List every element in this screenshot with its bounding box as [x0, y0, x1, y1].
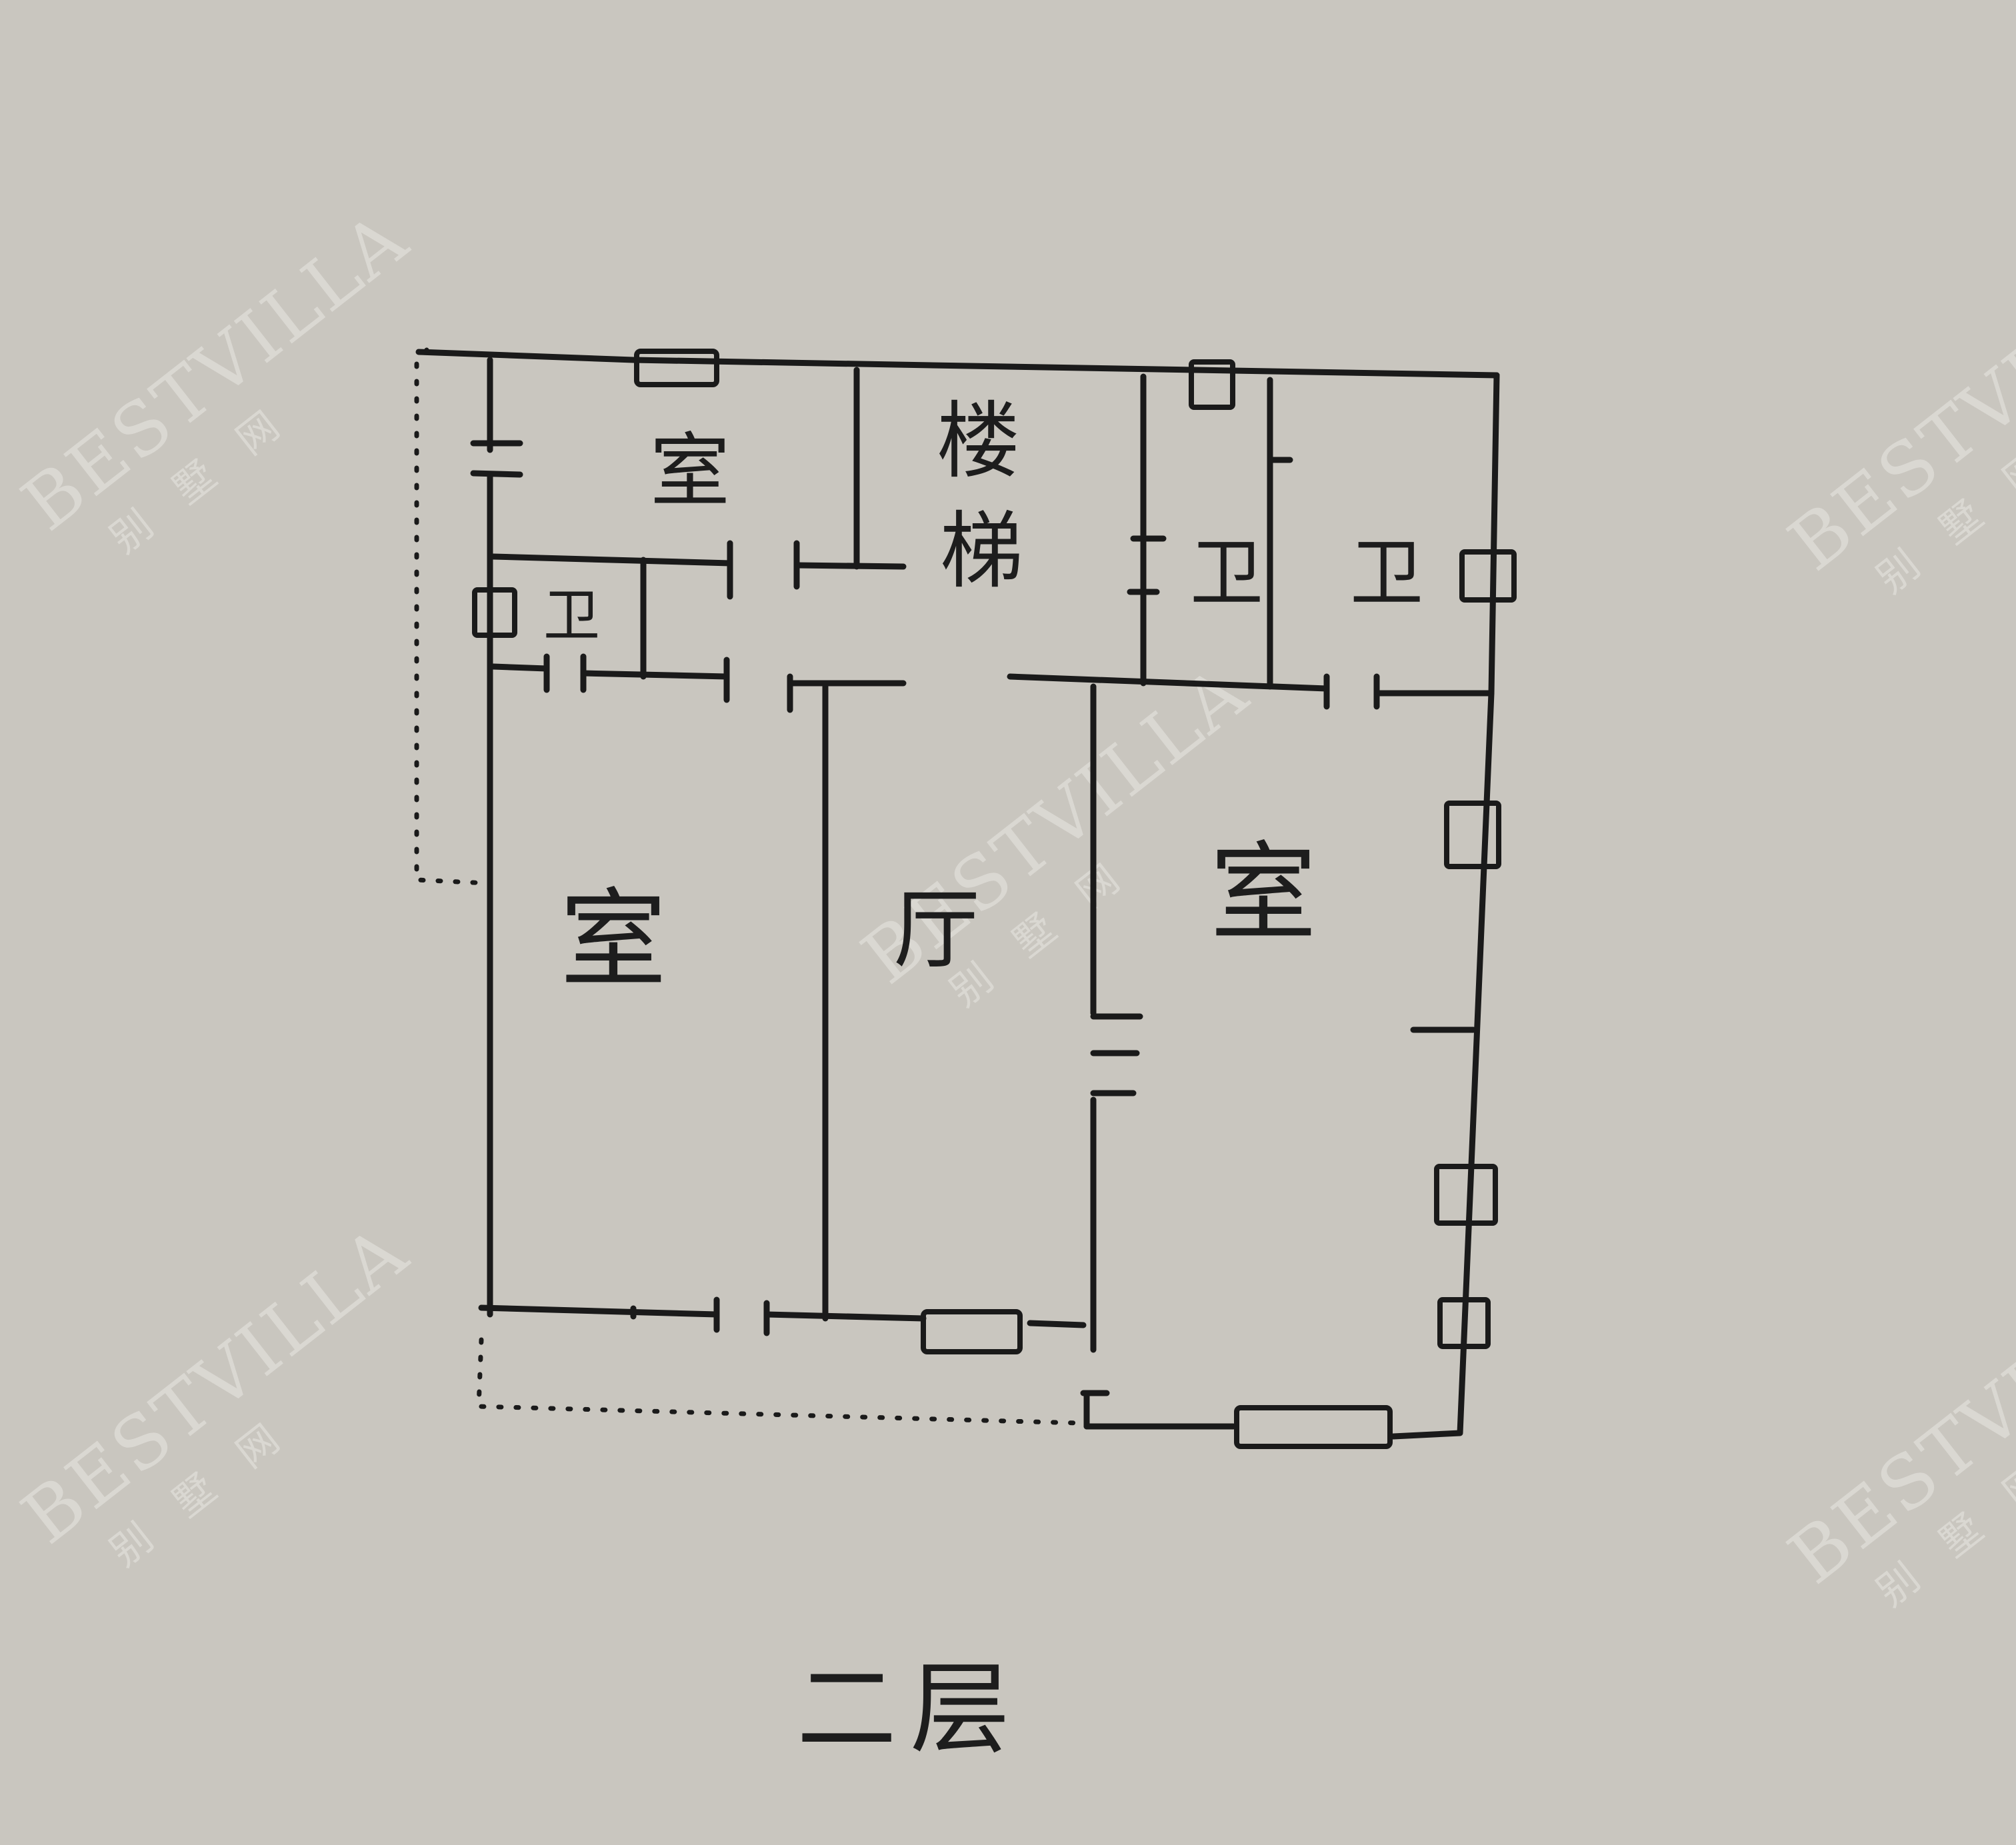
room-label-bottom-left: 室 — [560, 877, 667, 1002]
floor-title: 二层 — [797, 1652, 1024, 1768]
right-exterior-wall — [1390, 372, 1500, 1440]
window — [1234, 1405, 1393, 1449]
bath-label-small: 卫 — [543, 583, 601, 649]
top-left-room-wall — [490, 553, 733, 567]
window — [1437, 1297, 1491, 1349]
room-label-top-left: 室 — [650, 425, 730, 518]
window — [1434, 1164, 1498, 1226]
room-label-right: 室 — [1210, 831, 1317, 955]
corridor-wall — [1007, 673, 1330, 692]
stairs-label-bottom: 梯 — [940, 503, 1023, 600]
bottom-wall-mid — [763, 1311, 927, 1322]
window — [1444, 801, 1501, 869]
window — [472, 587, 517, 638]
left-exterior-wall — [470, 470, 523, 478]
small-bath-wall — [490, 663, 550, 672]
window — [921, 1309, 1023, 1354]
hall-label: 厅 — [893, 879, 981, 980]
balcony-outline-bottom — [476, 1337, 1083, 1426]
stairs-label-top: 楼 — [937, 393, 1020, 490]
small-bath-wall — [580, 670, 730, 680]
bath-label-center: 卫 — [1190, 531, 1263, 616]
window — [634, 349, 719, 387]
bottom-wall-mid — [1027, 1320, 1087, 1328]
balcony-outline-left — [414, 347, 489, 886]
stair-wall — [793, 562, 907, 570]
bath-label-right: 卫 — [1350, 531, 1423, 616]
window — [1189, 359, 1235, 410]
bottom-wall-left — [478, 1304, 720, 1318]
top-exterior-wall — [415, 349, 1500, 379]
window — [1459, 549, 1517, 603]
